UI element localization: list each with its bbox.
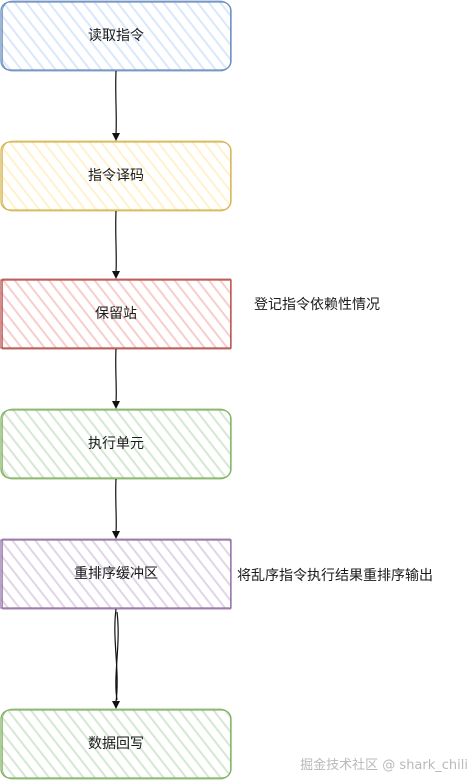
node-label-read-instruction: 读取指令 — [88, 28, 144, 44]
node-label-write-back: 数据回写 — [88, 736, 144, 752]
node-box-reservation-station-sketch — [2, 278, 231, 350]
arrowhead-execution — [112, 401, 120, 409]
node-box-reservation-station — [0, 279, 232, 349]
arrow-read-to-decode — [115, 70, 117, 135]
arrow-decode-to-reservation — [115, 210, 117, 273]
arrow-reorder-to-writeback — [114, 608, 118, 703]
arrow-reservation-to-execution — [115, 348, 117, 403]
arrowhead-reorder — [112, 531, 120, 539]
node-label-execution-unit: 执行单元 — [88, 436, 144, 452]
arrowhead-decode — [112, 133, 120, 141]
arrowhead-reservation — [112, 271, 120, 279]
node-box-decode-instruction — [0, 141, 232, 211]
node-box-read-instruction — [0, 1, 232, 71]
node-box-execution-unit — [0, 409, 232, 479]
arrow-reorder-to-writeback-sketch — [115, 611, 119, 701]
watermark: 掘金技术社区 @ shark_chili — [300, 758, 468, 773]
node-label-decode-instruction: 指令译码 — [88, 168, 144, 184]
node-box-execution-unit-sketch — [2, 408, 231, 480]
node-box-write-back-sketch — [2, 708, 231, 780]
node-box-reorder-buffer — [0, 539, 232, 609]
arrow-execution-to-reorder — [115, 478, 117, 533]
node-box-reorder-buffer-sketch — [2, 538, 231, 610]
note-reorder-buffer: 将乱序指令执行结果重排序输出 — [237, 568, 433, 584]
arrowhead-writeback — [112, 701, 120, 709]
note-reservation-station: 登记指令依赖性情况 — [254, 297, 380, 313]
node-box-write-back — [0, 709, 232, 779]
node-label-reorder-buffer: 重排序缓冲区 — [74, 566, 158, 582]
node-box-decode-instruction-sketch — [2, 140, 231, 212]
node-label-reservation-station: 保留站 — [95, 306, 137, 322]
node-box-read-instruction-sketch — [2, 0, 231, 72]
